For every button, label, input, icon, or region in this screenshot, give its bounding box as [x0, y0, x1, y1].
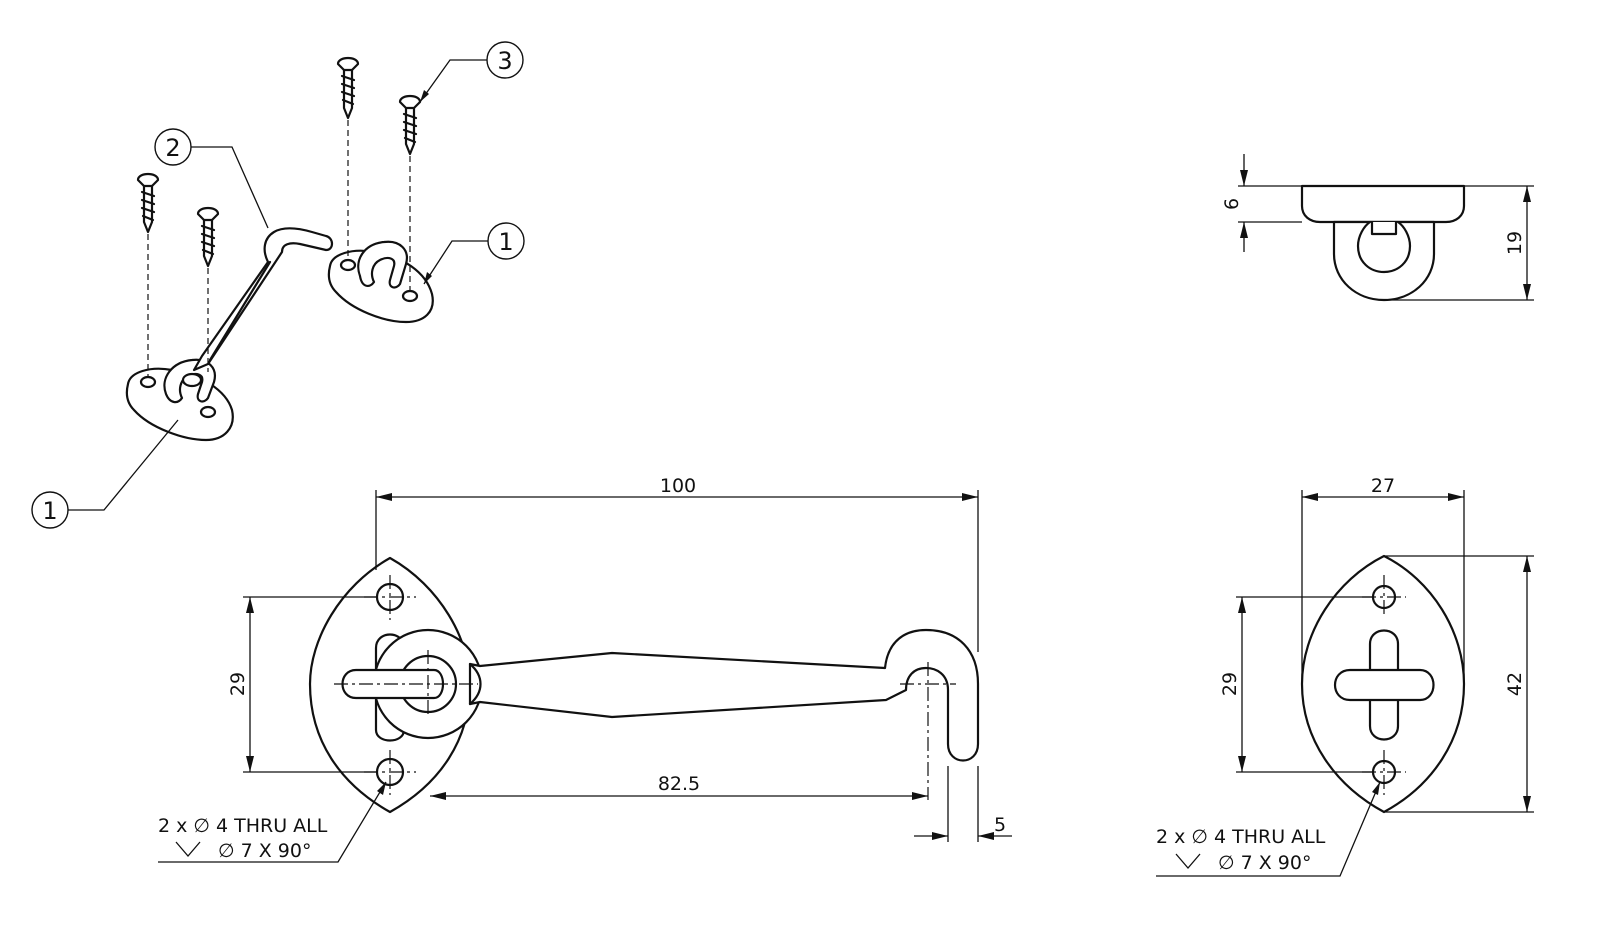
balloon-1-upper: 1 [423, 222, 525, 285]
extension-line [947, 766, 979, 842]
eye-loop-left [163, 358, 216, 404]
countersink-symbol [1175, 853, 1201, 869]
svg-text:2: 2 [165, 134, 180, 162]
extension-line [1301, 490, 1465, 684]
top-plate-profile [1300, 184, 1466, 224]
extension-line [375, 490, 979, 652]
hole-note-leader [158, 781, 387, 863]
side-eye-slot-horizontal [1334, 668, 1435, 702]
hole-note-side-line1: 2 x ∅ 4 THRU ALL [1156, 826, 1326, 848]
extension-line [1384, 185, 1534, 301]
top-eye-hole [1356, 220, 1412, 274]
dim-82-5: 82.5 [658, 773, 700, 795]
isometric-exploded-view [125, 56, 434, 442]
hole-note-leader-side [1156, 781, 1381, 877]
svg-text:3: 3 [497, 47, 512, 75]
extension-line [1384, 555, 1534, 813]
countersink-symbol [175, 841, 201, 857]
hook-ring [181, 372, 203, 388]
top-eye-neck [1370, 220, 1398, 236]
screw [136, 172, 160, 234]
plate-hole [401, 289, 419, 303]
hole-note-side-line2: ∅ 7 X 90° [1218, 852, 1311, 874]
plate-hole [139, 375, 157, 389]
dim-29-front: 29 [227, 672, 249, 696]
side-view: 27 29 42 2 x ∅ 4 THRU ALL ∅ 7 X 90° [1156, 475, 1534, 877]
hole-note-front-line1: 2 x ∅ 4 THRU ALL [158, 815, 328, 837]
screw [336, 56, 360, 120]
dim-42: 42 [1504, 672, 1526, 696]
dim-100: 100 [660, 475, 696, 497]
front-view: 100 82.5 5 29 2 x ∅ 4 THRU ALL ∅ 7 X 90° [158, 475, 1012, 863]
screw [196, 206, 220, 268]
dim-29-side: 29 [1219, 672, 1241, 696]
eye-loop-right [357, 240, 408, 289]
screw [398, 94, 422, 156]
front-ring-joint [468, 662, 482, 706]
hook-edge [208, 260, 272, 362]
hole-note-front-line2: ∅ 7 X 90° [218, 840, 311, 862]
dim-5: 5 [994, 814, 1006, 836]
plate-hole [199, 405, 217, 419]
extension-line [1238, 185, 1302, 223]
balloon-1-lower: 1 [31, 419, 179, 529]
balloon-3: 3 [419, 41, 524, 103]
extension-line [243, 596, 376, 773]
balloon-2: 2 [154, 128, 269, 229]
top-view: 6 19 [1221, 154, 1534, 302]
svg-text:1: 1 [498, 228, 513, 256]
plate-hole [339, 258, 357, 272]
dim-6: 6 [1221, 198, 1243, 210]
hook [192, 227, 334, 372]
front-hook-body [468, 628, 980, 762]
dim-27: 27 [1371, 475, 1395, 497]
dim-19: 19 [1504, 231, 1526, 255]
extension-line [1236, 596, 1372, 773]
svg-text:1: 1 [42, 497, 57, 525]
